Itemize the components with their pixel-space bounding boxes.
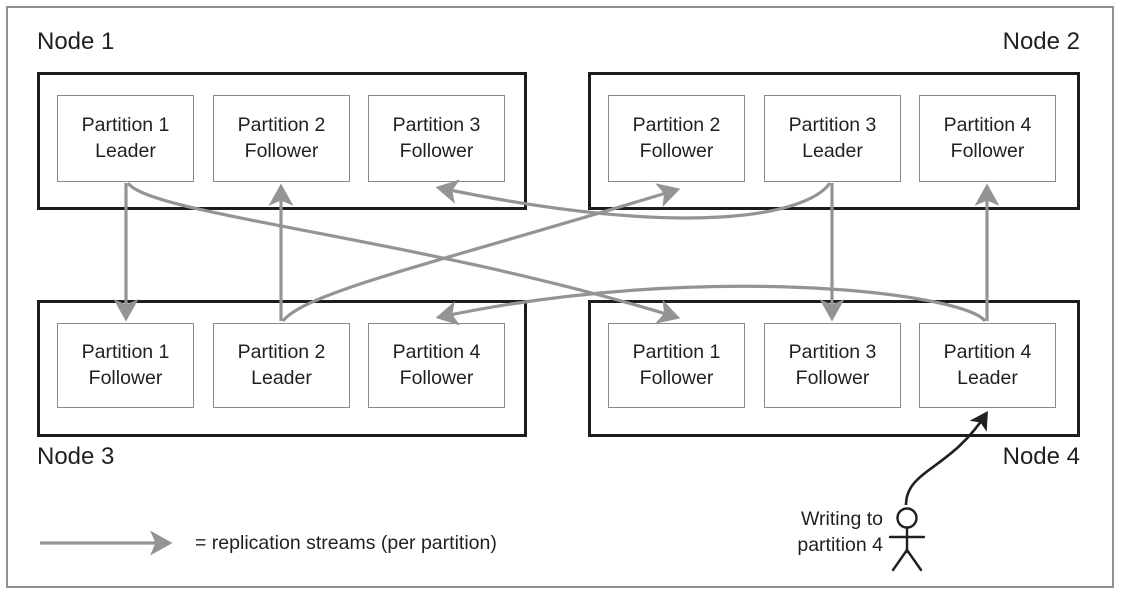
partition-name: Partition 2 — [237, 340, 326, 363]
partition-role: Follower — [88, 366, 163, 389]
partition-box-node2-p4[interactable]: Partition 4 Follower — [919, 95, 1056, 182]
partition-box-node4-p4[interactable]: Partition 4 Leader — [919, 323, 1056, 408]
partition-name: Partition 4 — [392, 340, 481, 363]
partition-role: Leader — [251, 366, 312, 389]
client-write-label: Writing to partition 4 — [783, 507, 883, 558]
node-label-node-2: Node 2 — [1002, 28, 1080, 55]
partition-role: Leader — [957, 366, 1018, 389]
node-label-node-3: Node 3 — [37, 443, 115, 470]
partition-role: Leader — [95, 139, 156, 162]
partition-box-node3-p4[interactable]: Partition 4 Follower — [368, 323, 505, 408]
partition-box-node4-p1[interactable]: Partition 1 Follower — [608, 323, 745, 408]
partition-role: Leader — [802, 139, 863, 162]
partition-name: Partition 1 — [81, 340, 170, 363]
partition-box-node2-p2[interactable]: Partition 2 Follower — [608, 95, 745, 182]
partition-role: Follower — [639, 366, 714, 389]
partition-name: Partition 4 — [943, 113, 1032, 136]
partition-box-node1-p2[interactable]: Partition 2 Follower — [213, 95, 350, 182]
partition-box-node2-p3[interactable]: Partition 3 Leader — [764, 95, 901, 182]
partition-role: Follower — [399, 139, 474, 162]
partition-box-node3-p2[interactable]: Partition 2 Leader — [213, 323, 350, 408]
partition-name: Partition 2 — [237, 113, 326, 136]
client-write-label-line1: Writing to — [801, 508, 883, 530]
partition-name: Partition 1 — [81, 113, 170, 136]
partition-box-node1-p3[interactable]: Partition 3 Follower — [368, 95, 505, 182]
node-container-node-2 — [588, 72, 1080, 210]
partition-name: Partition 4 — [943, 340, 1032, 363]
partition-box-node3-p1[interactable]: Partition 1 Follower — [57, 323, 194, 408]
node-label-node-4: Node 4 — [1002, 443, 1080, 470]
partition-role: Follower — [399, 366, 474, 389]
partition-name: Partition 3 — [392, 113, 481, 136]
partition-name: Partition 1 — [632, 340, 721, 363]
client-write-label-line2: partition 4 — [797, 533, 883, 556]
partition-name: Partition 3 — [788, 113, 877, 136]
partition-box-node1-p1[interactable]: Partition 1 Leader — [57, 95, 194, 182]
legend-label: = replication streams (per partition) — [195, 532, 497, 554]
partition-role: Follower — [244, 139, 319, 162]
partition-role: Follower — [639, 139, 714, 162]
partition-role: Follower — [950, 139, 1025, 162]
partition-name: Partition 3 — [788, 340, 877, 363]
partition-box-node4-p3[interactable]: Partition 3 Follower — [764, 323, 901, 408]
partition-role: Follower — [795, 366, 870, 389]
node-label-node-1: Node 1 — [37, 28, 115, 55]
partition-name: Partition 2 — [632, 113, 721, 136]
